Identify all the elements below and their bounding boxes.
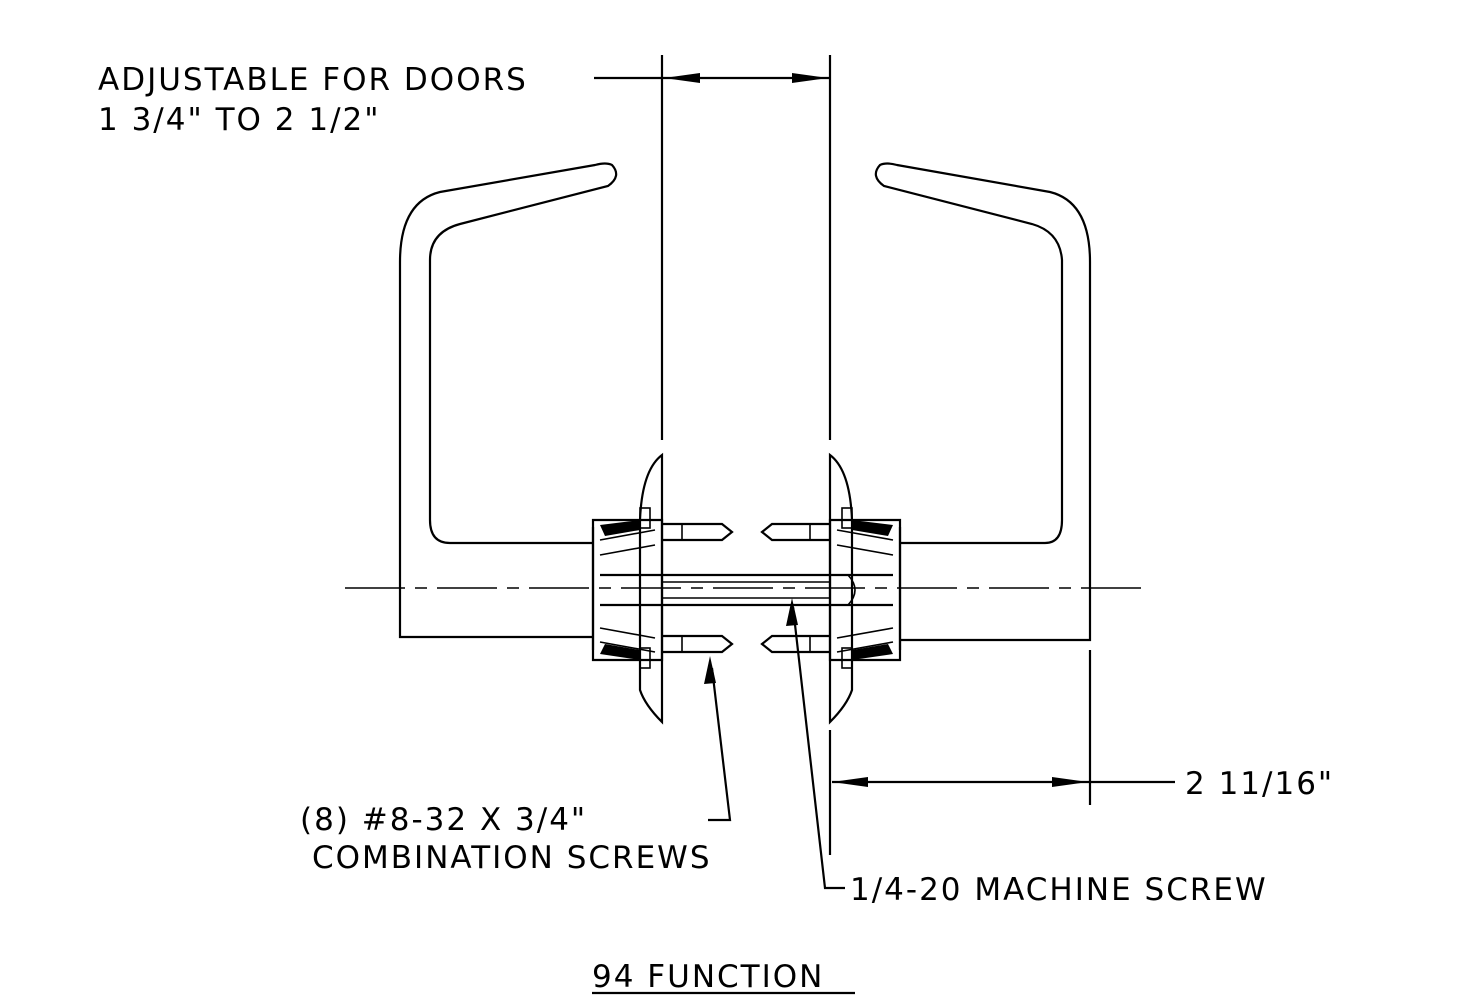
projection-label: 2 11/16" bbox=[1185, 766, 1334, 802]
combination-screw-bottom-left bbox=[662, 634, 734, 654]
machine-screw-label: 1/4-20 MACHINE SCREW bbox=[850, 872, 1268, 908]
left-rose-assembly bbox=[591, 452, 664, 725]
door-thickness-dimension bbox=[594, 73, 830, 83]
adjustable-label-line1: ADJUSTABLE FOR DOORS bbox=[98, 62, 528, 98]
left-lever-handle bbox=[398, 162, 618, 639]
drawing-title: 94 FUNCTION bbox=[592, 959, 824, 995]
combination-screws-label-line1: (8) #8-32 X 3/4" bbox=[300, 802, 587, 838]
combination-screw-bottom-right bbox=[760, 634, 830, 654]
machine-screw-leader bbox=[786, 598, 845, 890]
combination-screw-top-right bbox=[760, 522, 830, 542]
right-lever-handle bbox=[874, 162, 1092, 642]
adjustable-label-line2: 1 3/4" TO 2 1/2" bbox=[98, 102, 381, 138]
combination-screw-top-left bbox=[662, 522, 734, 542]
combination-screws-leader bbox=[704, 656, 732, 822]
projection-dimension bbox=[832, 777, 1175, 787]
combination-screws-label-line2: COMBINATION SCREWS bbox=[312, 840, 712, 876]
through-spindle bbox=[600, 573, 893, 607]
